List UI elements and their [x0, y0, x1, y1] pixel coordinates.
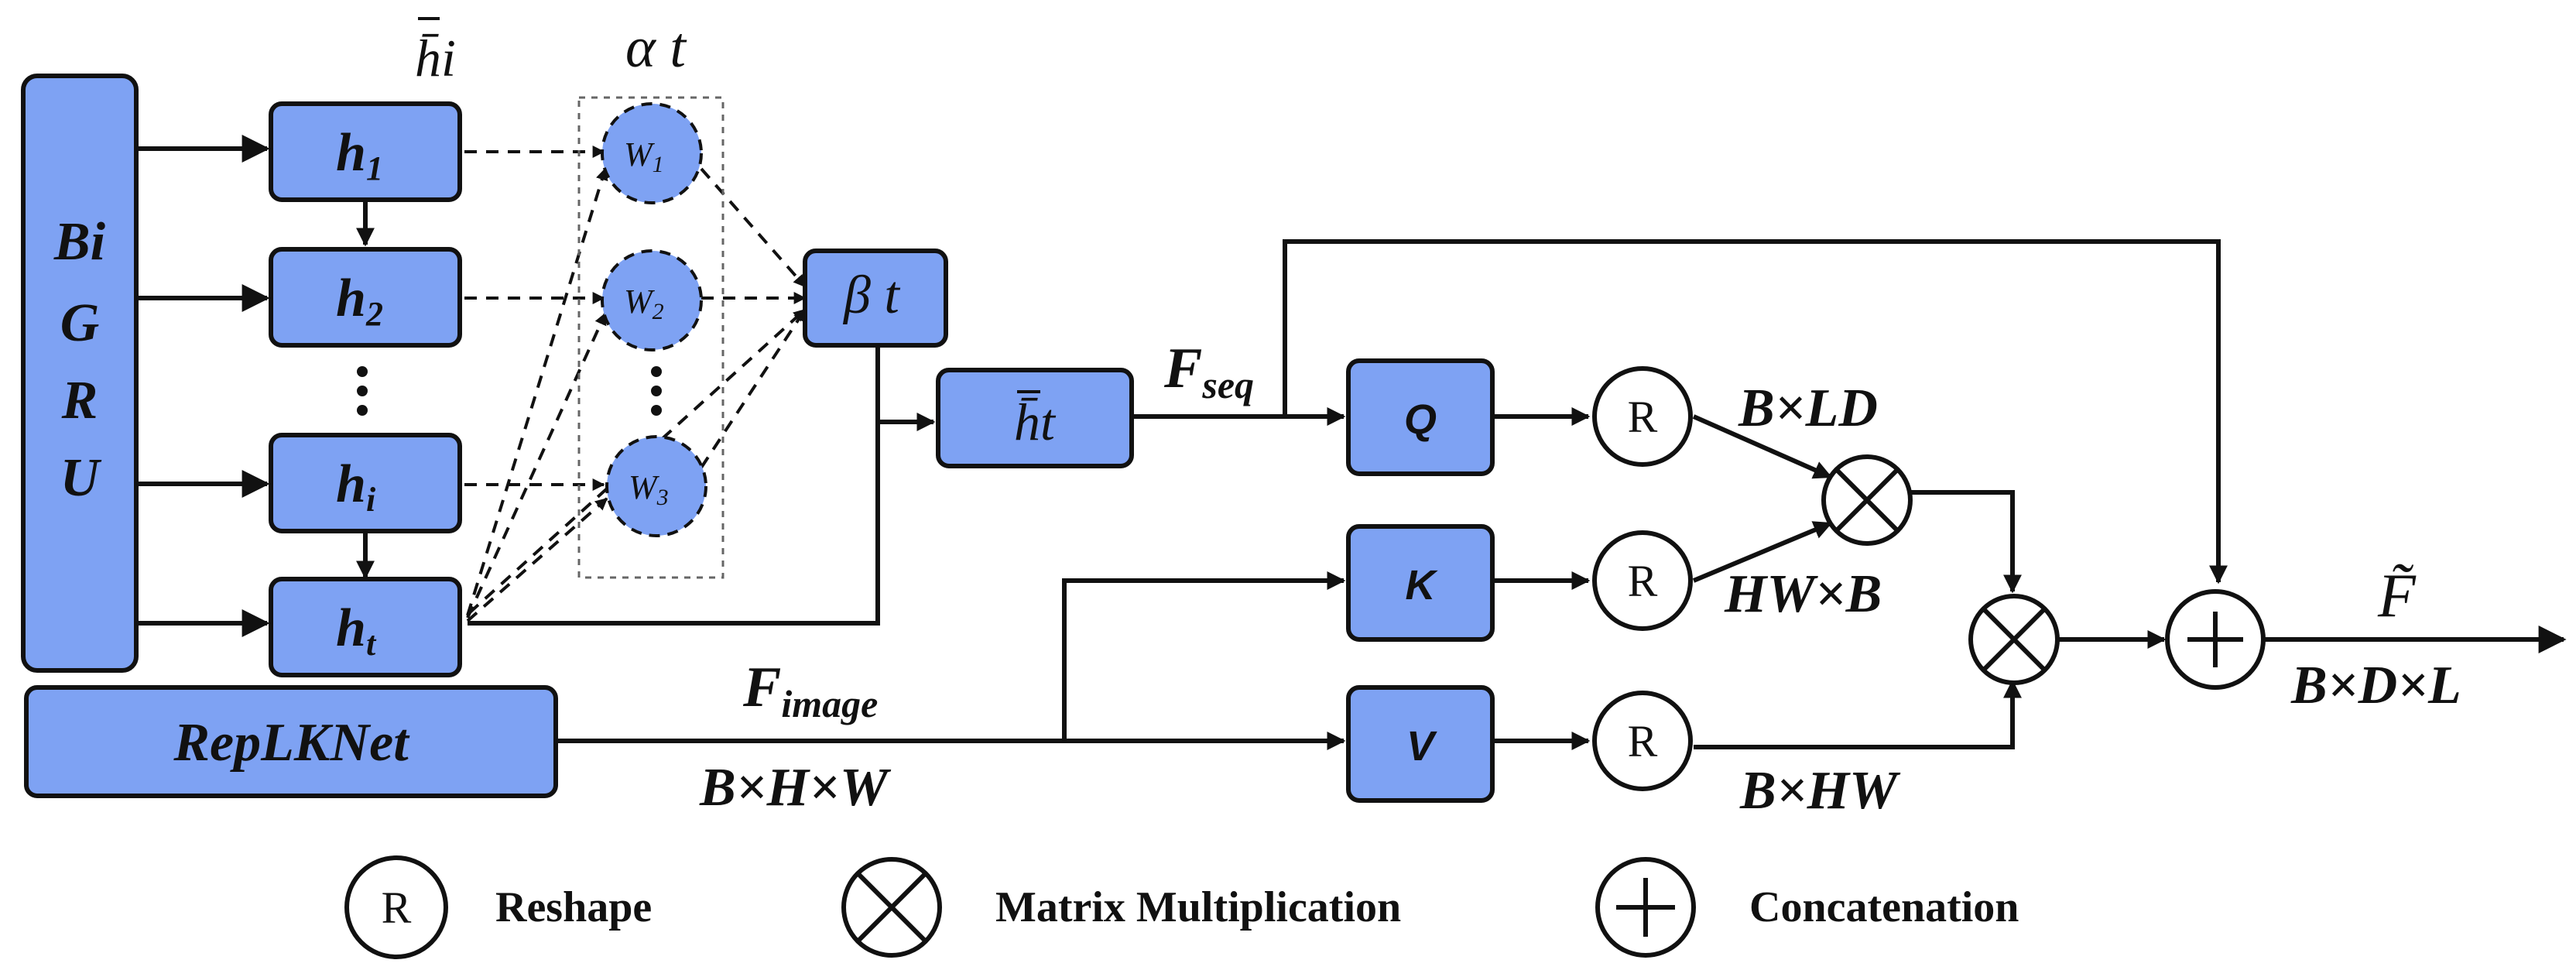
- weight-ellipsis: [651, 366, 662, 416]
- legend: R Reshape Matrix Multiplication Concaten…: [344, 855, 2019, 959]
- legend-concat-symbol: [1595, 857, 1696, 958]
- reshape-op-v: [1592, 691, 1693, 791]
- alpha-t-label: α t: [625, 16, 687, 80]
- reshape-v-glyph: R: [1628, 716, 1658, 766]
- k-shape-label: HW×B: [1724, 564, 1882, 624]
- reshape-op-k: [1592, 530, 1693, 631]
- h2-label: h2: [336, 269, 383, 333]
- reshape-q-glyph: R: [1628, 392, 1658, 442]
- beta-t-block: [803, 249, 948, 348]
- replknet-label: RepLKNet: [173, 713, 410, 773]
- q-shape-label: B×LD: [1738, 379, 1878, 438]
- connections: [136, 135, 2567, 750]
- output-label: F̃: [2377, 562, 2417, 630]
- attention-weights-frame: [577, 96, 724, 579]
- legend-matmul-label: Matrix Multiplication: [995, 883, 1401, 931]
- legend-reshape-glyph: R: [382, 883, 412, 933]
- bigru-label-line-3: R: [61, 371, 98, 430]
- value-block: [1346, 685, 1495, 803]
- bigru-label-line-2: G: [60, 293, 100, 353]
- image-shape-label: B×H×W: [699, 758, 892, 818]
- w3-label: W3: [629, 468, 669, 510]
- w2-label: W2: [624, 283, 664, 324]
- hidden-state-h1: [269, 101, 462, 202]
- hbar-t-block: [936, 368, 1134, 468]
- f-seq-label: Fseq: [1163, 337, 1254, 406]
- legend-concat-label: Concatenation: [1749, 883, 2019, 931]
- beta-t-label: β t: [842, 266, 900, 325]
- key-block: [1346, 524, 1495, 642]
- matmul-op-1: [1821, 454, 1913, 546]
- legend-reshape-symbol: [344, 855, 448, 959]
- query-label: Q: [1404, 396, 1437, 443]
- bigru-label-line-4: U: [60, 448, 102, 508]
- legend-reshape-label: Reshape: [495, 883, 652, 931]
- weight-node-w3: [605, 435, 707, 537]
- f-image-label: Fimage: [742, 656, 878, 725]
- weight-node-w2: [601, 249, 703, 351]
- hidden-state-ellipsis: [357, 366, 368, 416]
- hi-label: hi: [336, 454, 376, 519]
- value-label: V: [1406, 723, 1437, 770]
- replknet-block: [24, 685, 558, 798]
- bigru-block: [21, 74, 139, 673]
- hidden-state-h2: [269, 247, 462, 348]
- key-label: K: [1406, 562, 1439, 608]
- ht-label: ht: [336, 598, 377, 663]
- query-block: [1346, 358, 1495, 476]
- concat-op: [2165, 589, 2266, 690]
- output-shape-label: B×D×L: [2290, 656, 2461, 715]
- bigru-label-line-1: Bi: [53, 212, 106, 272]
- reshape-k-glyph: R: [1628, 556, 1658, 606]
- hidden-state-ht: [269, 577, 462, 677]
- weight-node-w1: [601, 102, 703, 204]
- h1-label: h1: [336, 123, 383, 187]
- hbar-t-label: h̄t: [1014, 393, 1057, 451]
- hidden-state-hi: [269, 433, 462, 533]
- matmul-op-2: [1968, 594, 2060, 685]
- w1-label: W1: [624, 135, 664, 177]
- hbar-i-header: h̄i: [415, 29, 456, 87]
- legend-matmul-symbol: [841, 857, 942, 958]
- reshape-op-q: [1592, 366, 1693, 467]
- v-shape-label: B×HW: [1739, 761, 1901, 821]
